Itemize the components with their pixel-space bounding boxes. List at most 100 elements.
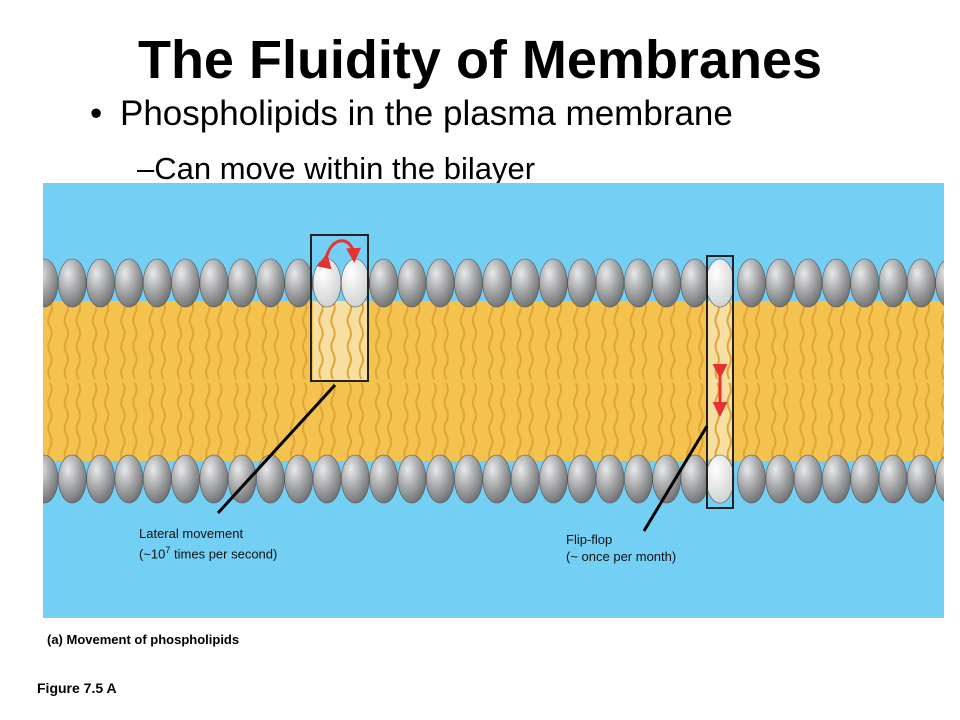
lipid-tail — [686, 382, 692, 462]
lipid-tail — [132, 300, 138, 380]
lipid-tail — [940, 300, 944, 380]
lipid-tail — [698, 382, 704, 462]
phospholipid-head — [652, 454, 681, 504]
lipid-tail — [940, 382, 944, 462]
lipid-tail — [233, 300, 239, 380]
lipid-tail — [205, 382, 211, 462]
lipid-tail — [471, 382, 478, 462]
phospholipid-head — [454, 258, 483, 308]
phospholipid-head — [256, 258, 285, 308]
lipid-tail — [572, 382, 579, 462]
lipid-tail — [528, 300, 534, 380]
lipid-tail — [811, 382, 817, 462]
lipid-tail — [726, 300, 732, 380]
phospholipid-head — [284, 258, 313, 308]
lipid-tail — [132, 382, 138, 462]
lateral-rate-prefix: (~10 — [139, 546, 166, 562]
phospholipid-head — [680, 258, 710, 308]
lipid-tail — [516, 300, 522, 380]
phospholipid-head — [425, 258, 455, 308]
phospholipid-head — [850, 454, 880, 504]
lipid-tail — [245, 300, 251, 380]
phospholipid-head — [86, 454, 115, 504]
lipid-tail — [63, 300, 70, 380]
lipid-tail — [217, 382, 223, 462]
phospholipid-head — [397, 454, 427, 504]
lipid-tail — [63, 382, 70, 462]
lipid-tail — [47, 382, 53, 462]
lipid-tail — [811, 300, 817, 380]
lipid-tail — [103, 300, 110, 380]
lateral-lipid-tails — [313, 301, 367, 381]
phospholipid-head — [284, 454, 313, 504]
phospholipid-head — [765, 258, 795, 308]
lipid-tail — [188, 382, 195, 462]
lipid-tail — [601, 382, 607, 462]
lipid-tail — [827, 382, 834, 462]
lipid-tail — [771, 300, 777, 380]
phospholipid-head — [57, 454, 87, 504]
phospholipid-head — [171, 258, 200, 308]
phospholipid-head — [623, 454, 653, 504]
lipid-tail — [601, 300, 607, 380]
lipid-tail — [471, 300, 478, 380]
lipid-tail — [839, 300, 846, 380]
phospholipid-head — [171, 454, 200, 504]
lipid-tail — [301, 382, 308, 462]
phospholipid-head — [340, 454, 370, 504]
lipid-tail — [896, 300, 902, 380]
lipid-tail — [358, 300, 365, 380]
main-bullet: •Phospholipids in the plasma membrane — [90, 92, 733, 136]
lipid-tail — [120, 300, 126, 380]
phospholipid-head — [737, 454, 766, 504]
slide-title: The Fluidity of Membranes — [137, 30, 823, 90]
lipid-tail — [556, 382, 563, 462]
phospholipid-head — [510, 258, 540, 308]
phospholipid-head — [822, 258, 851, 308]
lipid-tail — [698, 300, 704, 380]
membrane-figure — [43, 183, 944, 618]
lipid-tail — [386, 300, 393, 380]
lipid-tail — [431, 382, 437, 462]
flip-flop-label-line1: Flip-flop — [566, 532, 613, 547]
phospholipid-head — [705, 454, 735, 504]
lipid-tail — [459, 382, 466, 462]
phospholipid-head — [199, 258, 229, 308]
lipid-tail — [855, 300, 862, 380]
lipid-tail — [584, 382, 591, 462]
phospholipid-head — [567, 454, 597, 504]
lipid-tail — [318, 300, 324, 380]
lipid-bilayer — [43, 258, 944, 504]
phospholipid-head — [510, 454, 540, 504]
lipid-tail — [459, 300, 466, 380]
lipid-tail — [924, 300, 931, 380]
lipid-tail — [330, 382, 336, 462]
lipid-tail — [924, 382, 931, 462]
sub-bullet: –Can move within the bilayer — [137, 151, 536, 186]
lipid-tail — [176, 300, 183, 380]
phospholipid-head — [312, 454, 342, 504]
lipid-tail — [176, 382, 183, 462]
phospholipid-head — [850, 258, 880, 308]
lipid-tail — [629, 382, 636, 462]
lipid-tail — [500, 382, 506, 462]
phospholipid-head — [595, 258, 625, 308]
lipid-tail — [403, 300, 409, 380]
phospholipid-head — [114, 454, 144, 504]
lipid-tail — [516, 382, 522, 462]
lipid-tail — [318, 382, 324, 462]
lipid-tail — [754, 382, 761, 462]
lipid-tail — [629, 300, 636, 380]
lipid-tail — [188, 300, 195, 380]
lipid-tail — [75, 300, 82, 380]
lipid-tail — [754, 300, 761, 380]
lipid-tail — [572, 300, 579, 380]
lipid-tail — [120, 382, 126, 462]
lipid-tail — [884, 300, 890, 380]
lipid-tail — [912, 300, 919, 380]
lipid-tail — [783, 300, 789, 380]
lipid-tail — [160, 300, 166, 380]
lateral-pointer-line — [216, 383, 337, 515]
phospholipid-head — [114, 258, 144, 308]
lipid-tail — [657, 382, 664, 462]
